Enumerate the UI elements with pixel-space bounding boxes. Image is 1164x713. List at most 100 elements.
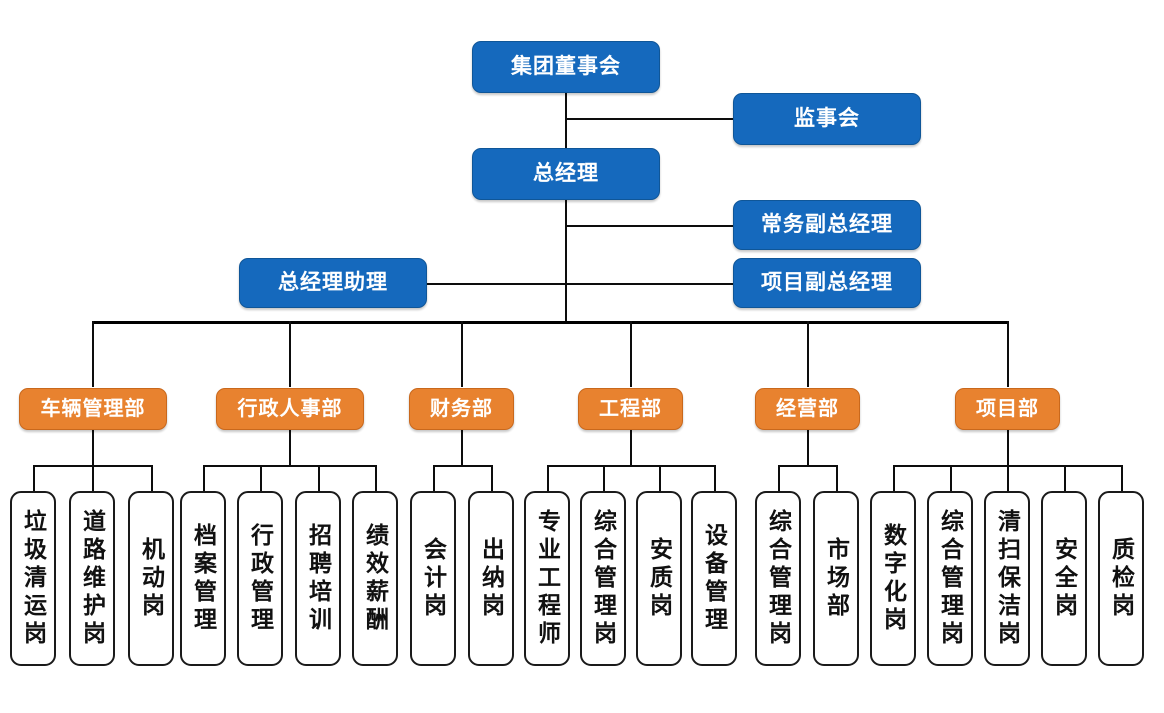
connector-leaf-drop — [893, 465, 895, 492]
position-label: 综合管理岗 — [590, 508, 617, 649]
position-label: 垃圾清运岗 — [20, 508, 47, 649]
position-box[interactable]: 综合管理岗 — [927, 491, 973, 666]
position-box[interactable]: 综合管理岗 — [580, 491, 626, 666]
position-label: 综合管理岗 — [937, 508, 964, 649]
position-label: 清扫保洁岗 — [994, 508, 1021, 649]
department-label: 经营部 — [776, 398, 839, 420]
position-box[interactable]: 绩效薪酬 — [352, 491, 398, 666]
node-board-label: 集团董事会 — [511, 55, 621, 79]
connector-supervisory — [565, 118, 733, 120]
connector-dept-drop-3 — [630, 321, 632, 387]
department-node-0[interactable]: 车辆管理部 — [19, 388, 167, 430]
connector-dept-stem-1 — [289, 429, 291, 466]
position-label: 出纳岗 — [478, 536, 505, 621]
connector-project-deputy — [565, 283, 733, 285]
node-project-deputy-gm-label: 项目副总经理 — [761, 271, 893, 295]
connector-leaf-drop — [836, 465, 838, 492]
connector-gm-down — [565, 199, 567, 322]
connector-dept-drop-0 — [92, 321, 94, 387]
position-box[interactable]: 招聘培训 — [295, 491, 341, 666]
position-label: 设备管理 — [701, 522, 728, 635]
department-label: 财务部 — [430, 398, 493, 420]
position-label: 行政管理 — [247, 522, 274, 635]
position-box[interactable]: 机动岗 — [128, 491, 174, 666]
connector-leaf-drop — [1064, 465, 1066, 492]
node-project-deputy-gm[interactable]: 项目副总经理 — [733, 258, 921, 308]
connector-subbus-3 — [547, 465, 714, 467]
connector-leaf-drop — [491, 465, 493, 492]
node-general-manager[interactable]: 总经理 — [472, 148, 660, 200]
connector-leaf-drop — [260, 465, 262, 492]
node-gm-assistant-label: 总经理助理 — [278, 271, 388, 295]
connector-leaf-drop — [603, 465, 605, 492]
position-label: 机动岗 — [138, 536, 165, 621]
position-box[interactable]: 设备管理 — [691, 491, 737, 666]
department-label: 车辆管理部 — [40, 398, 146, 420]
connector-exec-deputy — [565, 225, 733, 227]
position-box[interactable]: 安质岗 — [636, 491, 682, 666]
connector-leaf-drop — [151, 465, 153, 492]
department-label: 行政人事部 — [237, 398, 343, 420]
connector-subbus-1 — [203, 465, 375, 467]
node-executive-deputy-gm-label: 常务副总经理 — [761, 213, 893, 237]
node-supervisory-board[interactable]: 监事会 — [733, 93, 921, 145]
position-label: 绩效薪酬 — [362, 522, 389, 635]
connector-leaf-drop — [659, 465, 661, 492]
connector-dept-drop-2 — [461, 321, 463, 387]
connector-leaf-drop — [1007, 465, 1009, 492]
connector-dept-stem-3 — [630, 429, 632, 466]
department-label: 项目部 — [976, 398, 1039, 420]
connector-subbus-2 — [433, 465, 491, 467]
position-box[interactable]: 市场部 — [813, 491, 859, 666]
department-node-4[interactable]: 经营部 — [755, 388, 860, 430]
connector-leaf-drop — [547, 465, 549, 492]
connector-leaf-drop — [433, 465, 435, 492]
position-box[interactable]: 行政管理 — [237, 491, 283, 666]
position-label: 安质岗 — [646, 536, 673, 621]
connector-subbus-4 — [778, 465, 836, 467]
position-box[interactable]: 垃圾清运岗 — [10, 491, 56, 666]
position-label: 档案管理 — [190, 522, 217, 635]
position-label: 市场部 — [823, 536, 850, 621]
node-general-manager-label: 总经理 — [533, 162, 599, 186]
node-executive-deputy-gm[interactable]: 常务副总经理 — [733, 200, 921, 250]
connector-leaf-drop — [92, 465, 94, 492]
position-box[interactable]: 专业工程师 — [524, 491, 570, 666]
connector-leaf-drop — [1121, 465, 1123, 492]
position-box[interactable]: 会计岗 — [410, 491, 456, 666]
position-box[interactable]: 质检岗 — [1098, 491, 1144, 666]
position-box[interactable]: 档案管理 — [180, 491, 226, 666]
department-node-2[interactable]: 财务部 — [409, 388, 514, 430]
department-node-5[interactable]: 项目部 — [955, 388, 1060, 430]
position-label: 安全岗 — [1051, 536, 1078, 621]
department-node-1[interactable]: 行政人事部 — [216, 388, 364, 430]
connector-leaf-drop — [778, 465, 780, 492]
position-box[interactable]: 道路维护岗 — [69, 491, 115, 666]
position-box[interactable]: 综合管理岗 — [755, 491, 801, 666]
connector-leaf-drop — [950, 465, 952, 492]
connector-dept-stem-0 — [92, 429, 94, 466]
connector-board-down — [565, 92, 567, 150]
node-gm-assistant[interactable]: 总经理助理 — [239, 258, 427, 308]
position-box[interactable]: 安全岗 — [1041, 491, 1087, 666]
connector-dept-drop-4 — [807, 321, 809, 387]
node-supervisory-board-label: 监事会 — [794, 107, 860, 131]
department-label: 工程部 — [599, 398, 662, 420]
department-node-3[interactable]: 工程部 — [578, 388, 683, 430]
connector-leaf-drop — [714, 465, 716, 492]
position-box[interactable]: 出纳岗 — [468, 491, 514, 666]
connector-dept-stem-5 — [1007, 429, 1009, 466]
connector-leaf-drop — [375, 465, 377, 492]
position-box[interactable]: 数字化岗 — [870, 491, 916, 666]
position-label: 道路维护岗 — [79, 508, 106, 649]
node-board[interactable]: 集团董事会 — [472, 41, 660, 93]
connector-leaf-drop — [33, 465, 35, 492]
position-box[interactable]: 清扫保洁岗 — [984, 491, 1030, 666]
position-label: 质检岗 — [1108, 536, 1135, 621]
connector-dept-stem-2 — [461, 429, 463, 466]
connector-leaf-drop — [318, 465, 320, 492]
connector-dept-drop-1 — [289, 321, 291, 387]
position-label: 会计岗 — [420, 536, 447, 621]
connector-leaf-drop — [203, 465, 205, 492]
